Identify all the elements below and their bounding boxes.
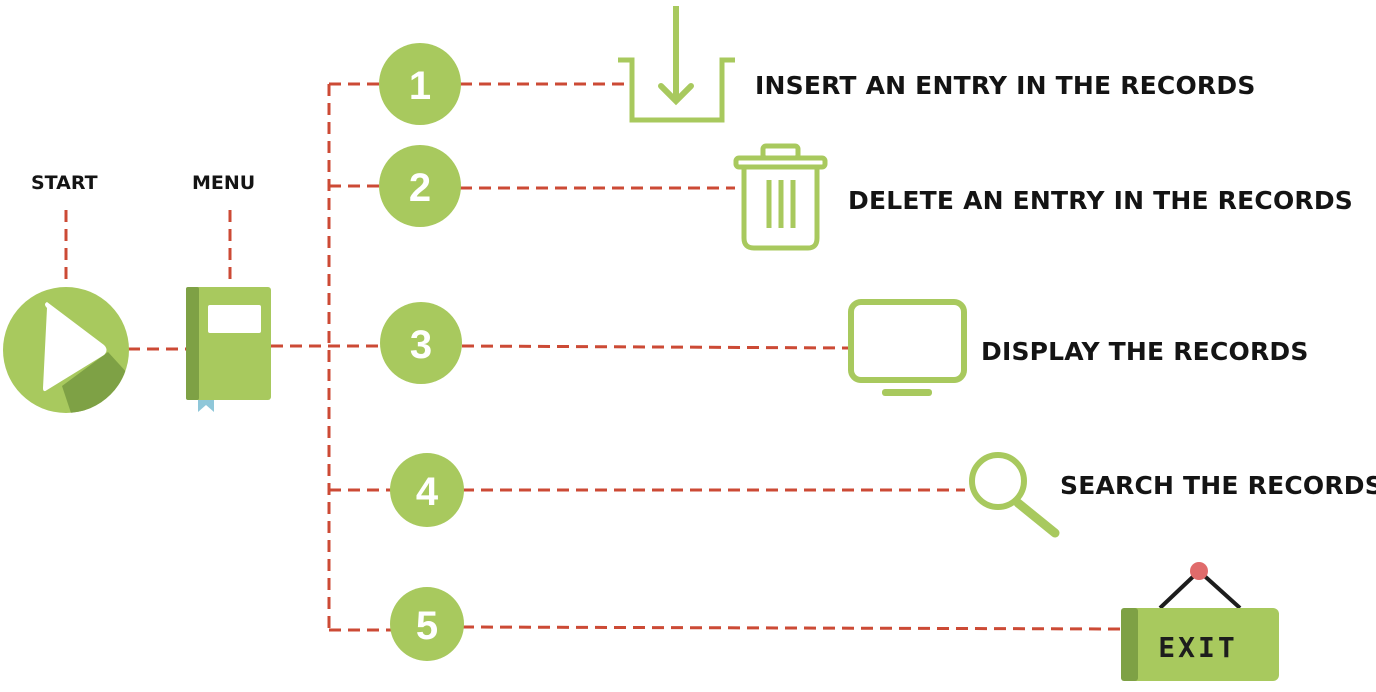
option-circle-1 (379, 43, 461, 125)
option-number-1: 1 (409, 64, 431, 108)
option-circle-4 (390, 453, 464, 527)
option-text-insert: INSERT AN ENTRY IN THE RECORDS (755, 71, 1256, 100)
option-number-2: 2 (409, 166, 431, 210)
option-text-delete: DELETE AN ENTRY IN THE RECORDS (848, 186, 1354, 215)
exit-label: EXIT (1158, 631, 1237, 664)
option-text-display: DISPLAY THE RECORDS (981, 337, 1309, 366)
play-icon (3, 287, 129, 413)
connectors (64, 82, 1121, 632)
search-icon (969, 452, 1060, 538)
number-circles (379, 43, 464, 661)
insert-tray-icon (618, 6, 735, 123)
option-circle-5 (390, 587, 464, 661)
connector-5-icon (461, 625, 1121, 631)
exit-sign-icon: EXIT (1121, 562, 1279, 681)
trash-icon (733, 143, 828, 251)
option-circle-3 (380, 302, 462, 384)
option-number-5: 5 (416, 604, 438, 648)
option-number-4: 4 (416, 470, 439, 514)
connector-3-icon (461, 344, 849, 350)
monitor-icon (848, 299, 967, 396)
option-circle-2 (379, 145, 461, 227)
start-label: START (31, 172, 98, 194)
option-text-search: SEARCH THE RECORDS (1060, 471, 1376, 500)
book-icon (186, 287, 271, 412)
menu-label: MENU (192, 172, 256, 194)
option-number-3: 3 (410, 323, 432, 367)
